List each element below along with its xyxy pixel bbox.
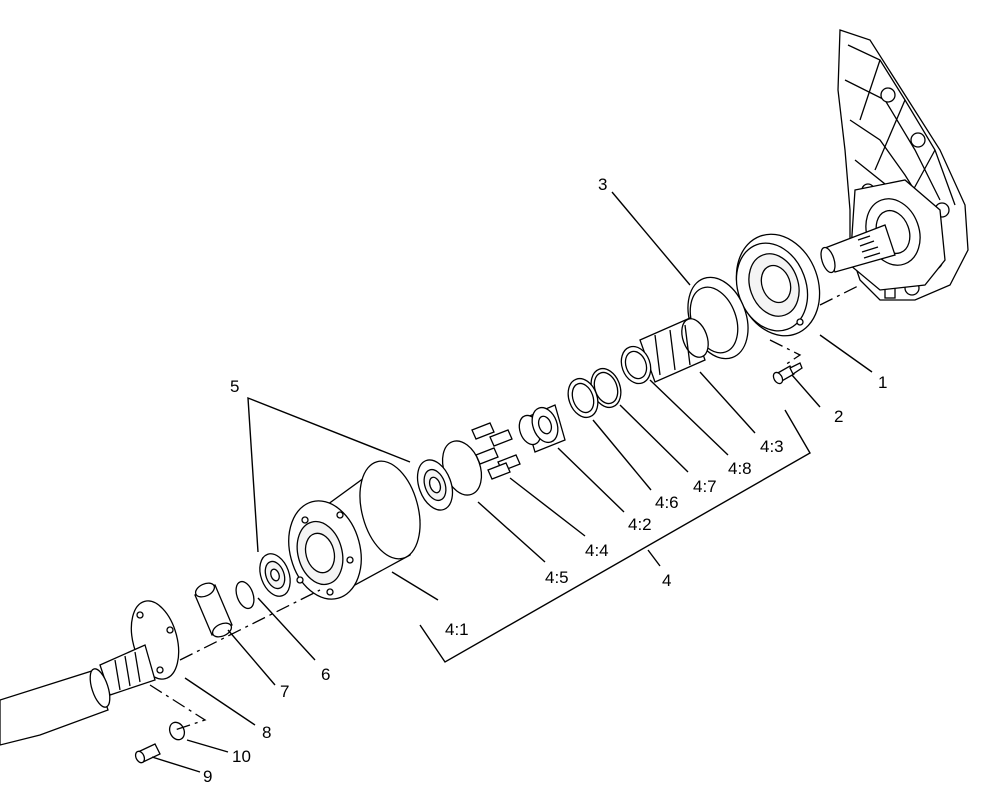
callout-8: 8 xyxy=(262,723,271,742)
part-1-adapter-flange xyxy=(735,233,821,337)
part-4-6-ring xyxy=(567,377,599,419)
part-4-2-hub xyxy=(518,404,566,453)
output-shaft xyxy=(820,224,896,274)
drive-shaft xyxy=(0,668,111,746)
callout-10: 10 xyxy=(232,747,251,766)
callout-4-6: 4:6 xyxy=(655,493,679,512)
callout-4-4: 4:4 xyxy=(585,541,609,560)
centerline-bolt-2 xyxy=(769,339,802,366)
centerline-bolt xyxy=(149,684,207,731)
part-5-bearing-upper xyxy=(416,459,454,511)
part-6-circlip xyxy=(235,580,255,610)
part-4-3-cage xyxy=(639,317,709,383)
callout-6: 6 xyxy=(321,665,330,684)
leader-lines xyxy=(151,191,873,773)
callout-4-2: 4:2 xyxy=(628,515,652,534)
part-7-sleeve xyxy=(194,582,233,638)
callout-4-5: 4:5 xyxy=(545,568,569,587)
callout-1: 1 xyxy=(878,373,887,392)
callout-4: 4 xyxy=(662,571,671,590)
callout-4-1: 4:1 xyxy=(445,620,469,639)
part-9-bolt xyxy=(134,743,161,764)
part-4-1-housing xyxy=(288,460,421,600)
callout-7: 7 xyxy=(280,682,289,701)
part-4-8-spring xyxy=(620,345,652,385)
part-4-7-ring xyxy=(590,367,622,409)
part-4-4-pins xyxy=(471,422,521,480)
callout-5: 5 xyxy=(230,377,239,396)
centerline-upper xyxy=(819,284,861,306)
callout-labels: 1 2 3 4 4:1 4:2 4:3 4:4 4:5 4:6 4:7 4:8 … xyxy=(203,175,887,786)
part-2-bolt xyxy=(772,362,803,385)
part-8-flange-shaft xyxy=(99,600,180,696)
callout-2: 2 xyxy=(834,407,843,426)
callout-4-8: 4:8 xyxy=(728,459,752,478)
callout-4-7: 4:7 xyxy=(693,477,717,496)
callout-9: 9 xyxy=(203,767,212,786)
part-5-bearing-lower xyxy=(259,553,291,597)
callout-3: 3 xyxy=(598,175,607,194)
part-10-washer xyxy=(168,721,186,741)
callout-4-3: 4:3 xyxy=(760,437,784,456)
